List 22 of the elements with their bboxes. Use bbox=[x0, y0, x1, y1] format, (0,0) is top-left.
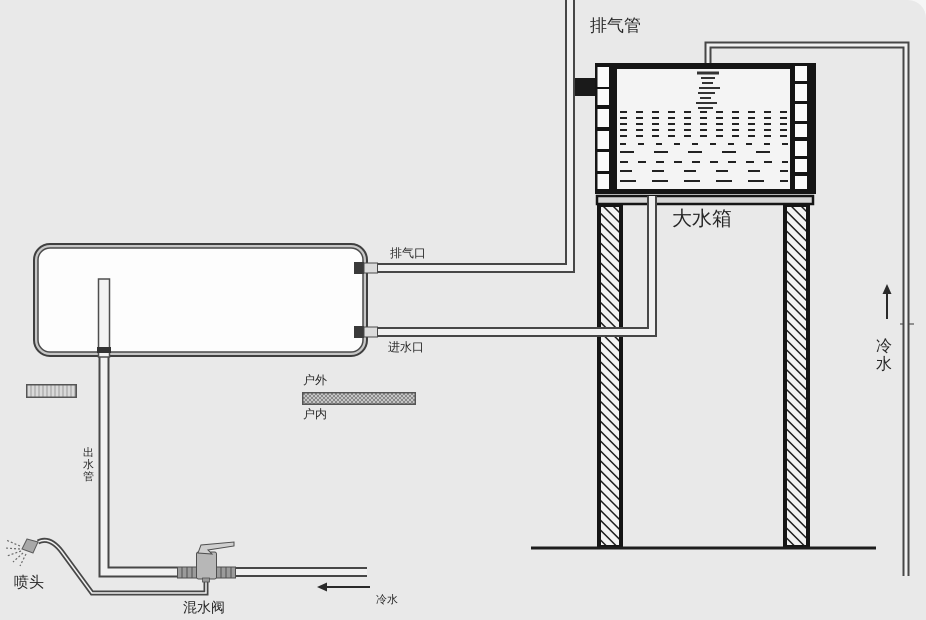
wall-section bbox=[26, 384, 77, 398]
wall-section bbox=[302, 392, 416, 405]
component-label: 喷头 bbox=[14, 574, 44, 592]
port-label: 排气口 bbox=[390, 247, 426, 261]
component-label: 大水箱 bbox=[672, 207, 732, 230]
pipe-label: 出水管 bbox=[83, 447, 94, 484]
port-label: 进水口 bbox=[388, 341, 424, 355]
wall-label: 户内 bbox=[303, 408, 327, 422]
water-tank-drawing bbox=[595, 63, 816, 196]
pipe-label: 排气管 bbox=[590, 17, 641, 37]
pipe-label: 冷水 bbox=[876, 337, 892, 372]
pipe bbox=[378, 0, 575, 273]
hose bbox=[37, 538, 208, 596]
pipe bbox=[236, 567, 367, 577]
component-label: 混水阀 bbox=[183, 600, 225, 616]
mixing-valve-icon bbox=[177, 541, 236, 582]
pipe-label: 冷水 bbox=[376, 594, 398, 607]
wall-label: 户外 bbox=[303, 374, 327, 388]
pipe bbox=[378, 196, 657, 337]
pipe bbox=[98, 357, 177, 578]
pipe bbox=[704, 42, 910, 576]
water-heater-tank bbox=[33, 243, 378, 357]
